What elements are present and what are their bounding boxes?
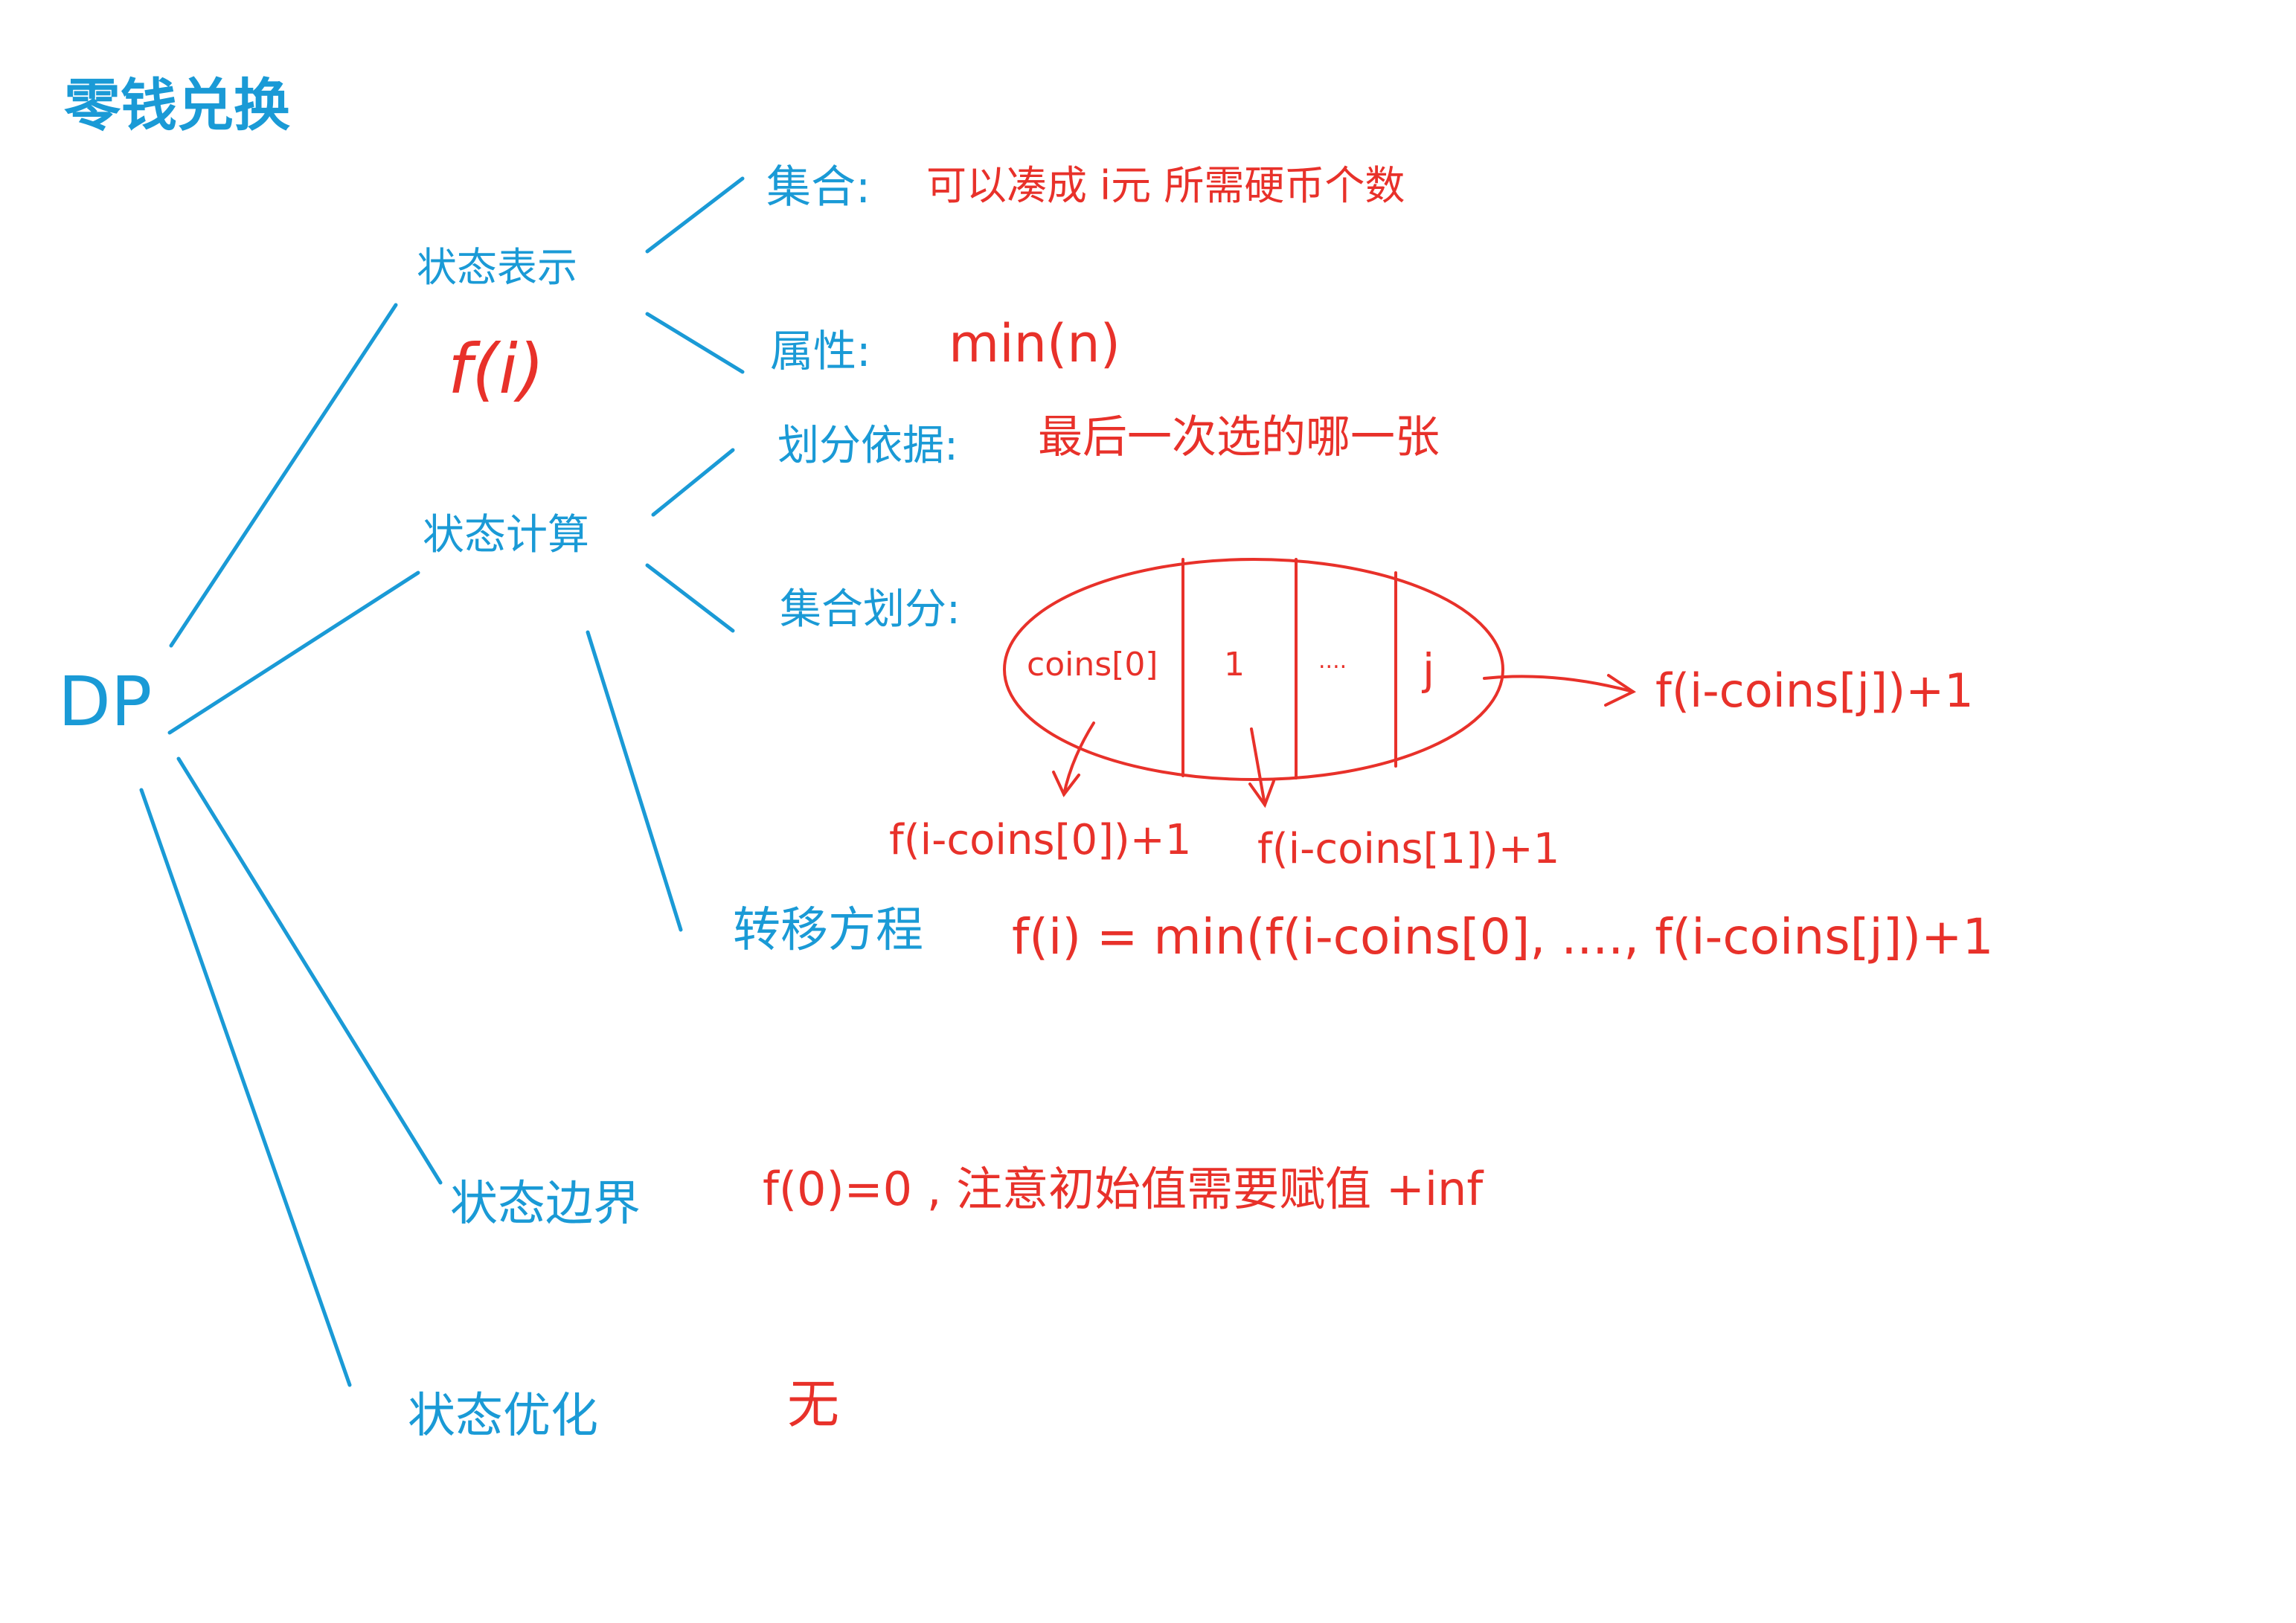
- result-cell0: f(i-coins[0])+1: [889, 816, 1191, 864]
- branch-line-set: [645, 176, 745, 254]
- attribute-label: 属性:: [770, 326, 871, 376]
- state-boundary-value: f(0)=0 , 注意初始值需要赋值 +inf: [763, 1162, 1484, 1216]
- arrow-cell0-head: [1052, 771, 1080, 797]
- page-title: 零钱兑换: [64, 72, 290, 138]
- basis-value: 最后一次选的哪一张: [1038, 411, 1440, 463]
- partition-cell-j: j: [1421, 644, 1434, 695]
- partition-label: 集合划分:: [780, 585, 961, 634]
- partition-cell-coins0: coins[0]: [1027, 646, 1158, 684]
- state-boundary-label: 状态边界: [450, 1177, 641, 1232]
- branch-line-attribute: [645, 312, 745, 374]
- attribute-value: min(n): [949, 313, 1120, 374]
- arrow-cell0: [1062, 721, 1095, 796]
- set-label: 集合:: [766, 161, 870, 213]
- state-notation: f(i): [448, 330, 545, 409]
- state-representation-label: 状态表示: [417, 244, 577, 291]
- state-computation-label: 状态计算: [423, 511, 589, 559]
- arrow-cellj-head: [1604, 674, 1637, 707]
- branch-line-optimization: [139, 788, 352, 1387]
- state-optimization-value: 无: [787, 1374, 839, 1435]
- basis-label: 划分依据:: [777, 422, 958, 470]
- result-cellj: f(i-coins[j])+1: [1655, 663, 1974, 718]
- branch-line-basis: [651, 448, 735, 517]
- transition-value: f(i) = min(f(i-coins[0], ...., f(i-coins…: [1012, 908, 1993, 965]
- branch-line-transition: [586, 630, 683, 932]
- set-value: 可以凑成 i元 所需硬币个数: [926, 162, 1405, 209]
- partition-cell-1: 1: [1224, 646, 1245, 684]
- arrow-cell1-head: [1248, 780, 1275, 809]
- root-node-dp: DP: [58, 662, 152, 742]
- state-optimization-label: 状态优化: [408, 1389, 598, 1444]
- root-branches: [139, 303, 443, 1387]
- partition-cell-ellipsis: ....: [1318, 648, 1347, 674]
- result-cell1: f(i-coins[1])+1: [1257, 825, 1559, 873]
- branch-line-partition: [645, 563, 735, 633]
- branch-line-boundary: [176, 756, 443, 1185]
- arrow-cellj: [1483, 675, 1635, 693]
- branch-line-representation: [169, 303, 398, 648]
- partition-ellipse: [1003, 558, 1504, 781]
- arrow-cell1: [1250, 727, 1266, 806]
- partition-diagram: coins[0] 1 .... j: [1003, 558, 1637, 809]
- transition-label: 转移方程: [733, 903, 923, 958]
- branch-line-computation: [167, 571, 420, 735]
